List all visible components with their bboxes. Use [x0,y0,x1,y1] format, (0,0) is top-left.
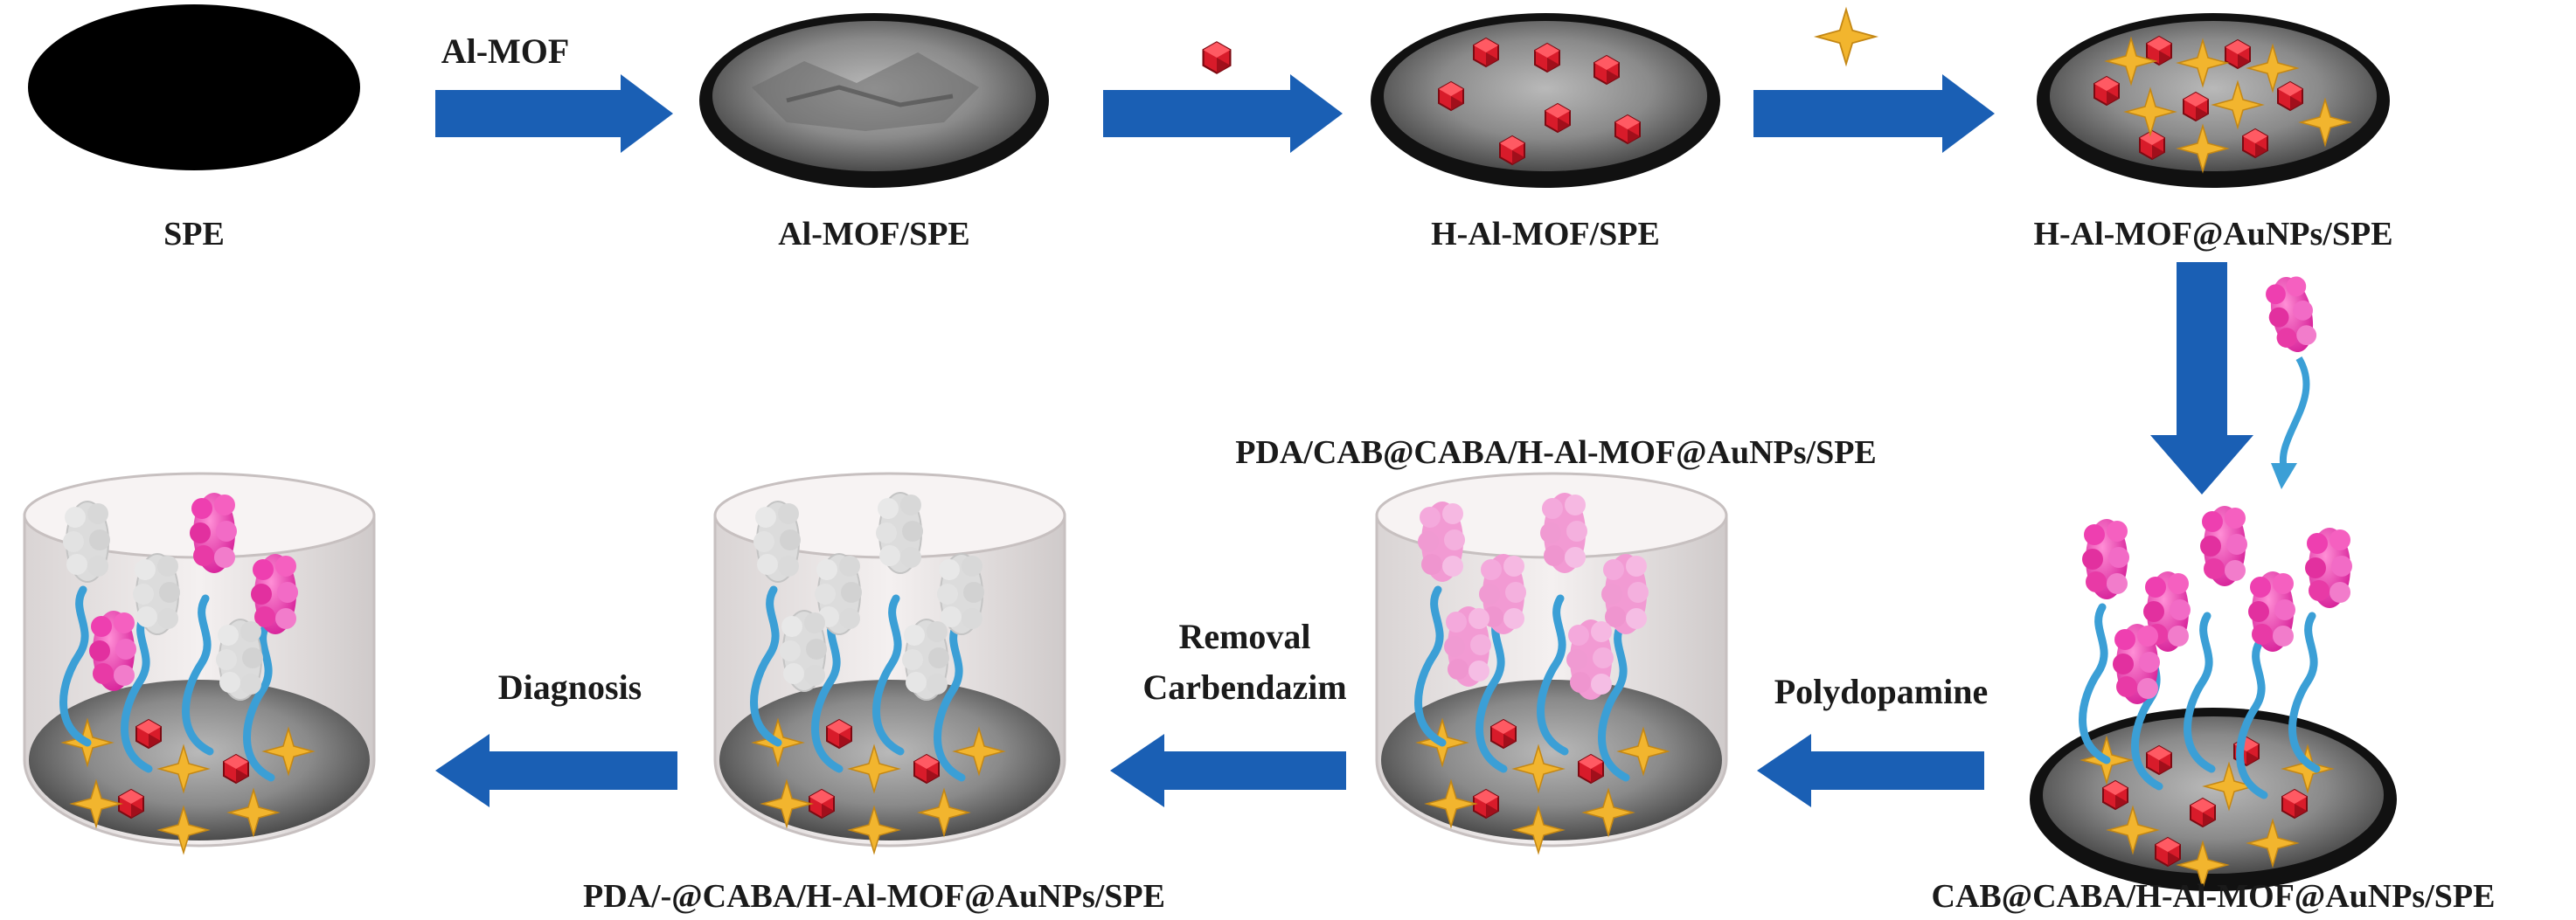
label-step-removal: Removal [1178,617,1310,656]
label-al-mof-spe: Al-MOF/SPE [778,216,970,252]
label-h-al-mof-aunps-spe: H-Al-MOF@AuNPs/SPE [2033,216,2392,252]
label-cab-caba: CAB@CABA/H-Al-MOF@AuNPs/SPE [1932,878,2496,915]
al-mof-spe-electrode [699,13,1049,188]
diagnosis-electrode [23,472,376,854]
curved-arrow-head [2271,463,2297,489]
label-step-carbendazim: Carbendazim [1142,668,1346,707]
cab-caba-electrode [2030,506,2397,891]
pda-cab-caba-electrode [1375,472,1728,854]
arrow-step-1 [435,74,673,153]
nanoparticle-icon [1202,41,1232,74]
label-step-diagnosis: Diagnosis [498,668,642,707]
arrow-step-polydopamine [1757,734,1984,807]
label-pda-cab-caba: PDA/CAB@CABA/H-Al-MOF@AuNPs/SPE [1235,434,1877,471]
label-step-al-mof: Al-MOF [441,31,570,71]
pda-removed-electrode [713,472,1066,854]
label-pda-removed: PDA/-@CABA/H-Al-MOF@AuNPs/SPE [583,878,1165,915]
h-al-mof-aunps-spe-electrode [2037,13,2390,188]
arrow-step-down [2150,262,2253,495]
arrow-step-2 [1103,74,1343,153]
h-al-mof-spe-electrode [1371,13,1720,188]
spe-electrode [28,4,360,170]
gold-nanoparticle-icon [1816,8,1877,66]
aptamer-icon [2260,273,2322,357]
arrow-step-removal [1110,734,1346,807]
label-spe: SPE [163,216,225,252]
label-step-polydopamine: Polydopamine [1774,672,1988,711]
arrow-step-3 [1753,74,1995,153]
arrow-step-diagnosis [435,734,677,807]
label-h-al-mof-spe: H-Al-MOF/SPE [1431,216,1660,252]
curved-arrow [2280,356,2310,474]
